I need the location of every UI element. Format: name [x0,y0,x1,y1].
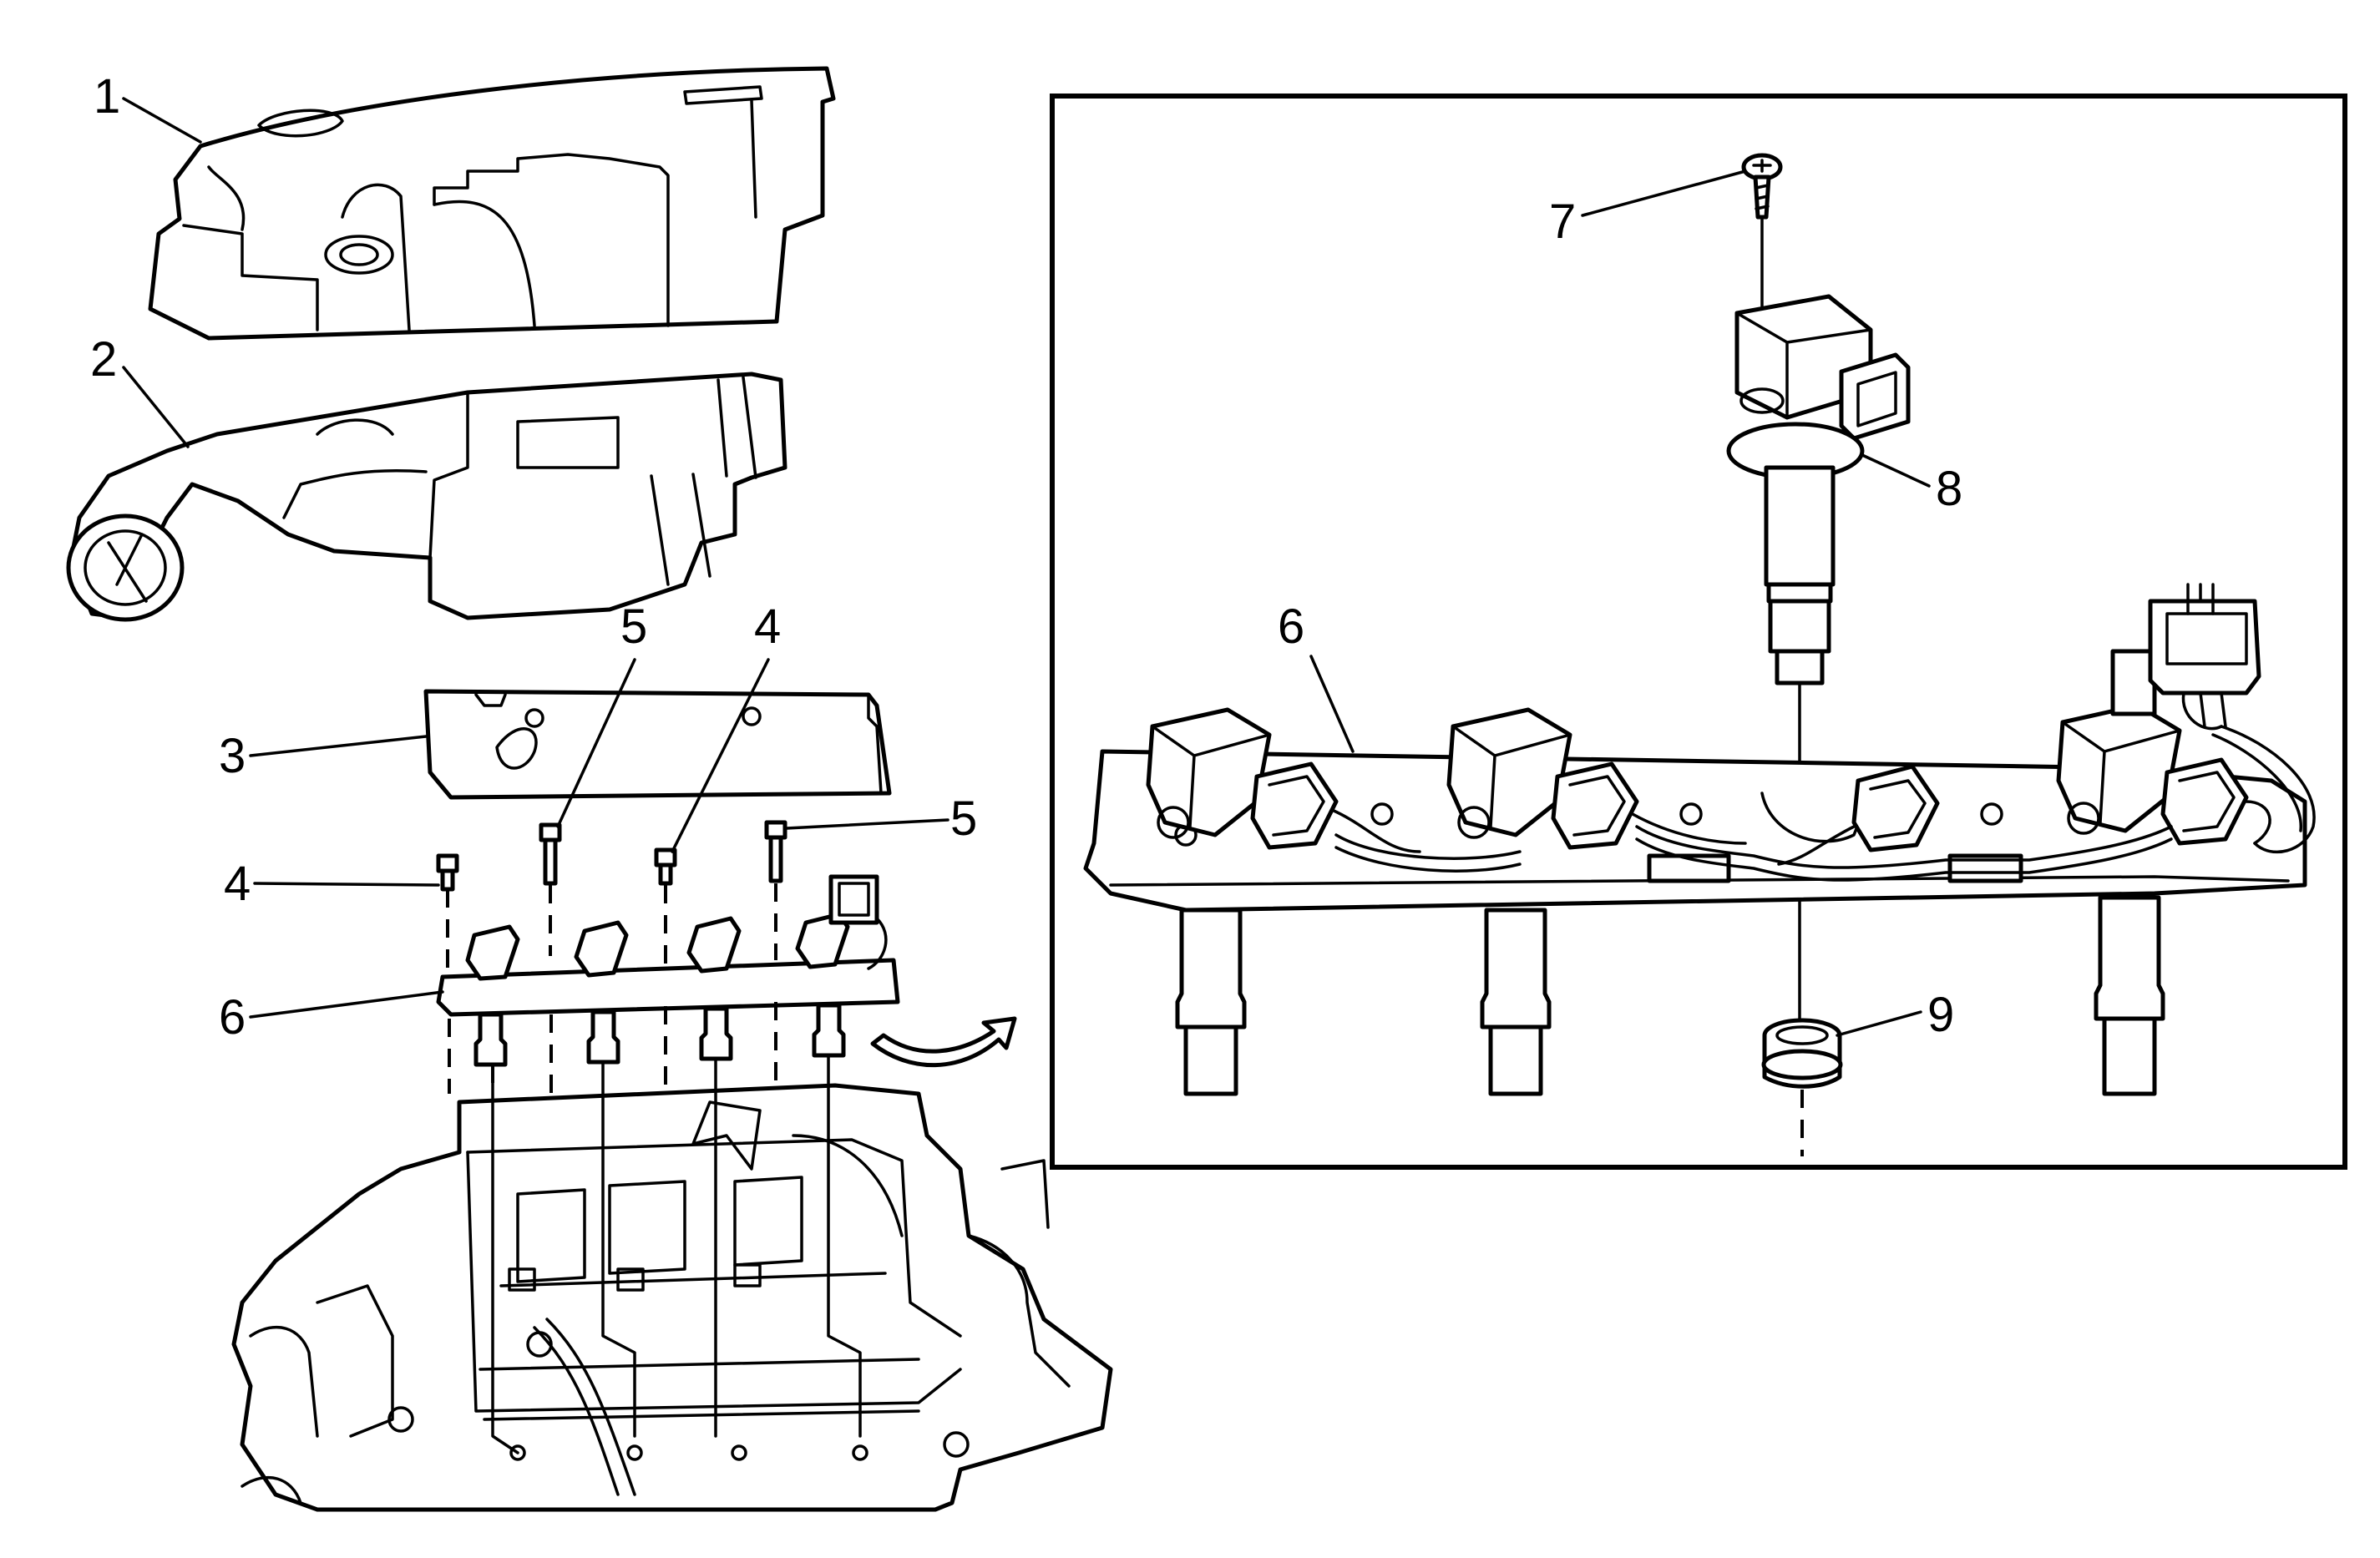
detail-inset-frame [1050,94,2347,1170]
callout-6-left: 6 [219,990,246,1045]
bolt-5-right [764,820,787,960]
rail-coil-2 [1446,707,1747,850]
rail-boots [1175,895,2165,1096]
callout-4-center: 4 [754,599,781,654]
callout-2: 2 [90,332,117,387]
callout-3: 3 [219,729,246,783]
ignition-coil-8 [1726,294,1911,1029]
seal-9 [1761,1018,1843,1156]
rail-coil-1 [1146,707,1421,853]
harness-connector [2110,583,2316,854]
callout-1: 1 [94,69,120,124]
bolt-4-left [436,853,459,981]
callout-5-left: 5 [620,599,647,654]
leader-lines [122,97,1931,1037]
callout-6-right: 6 [1278,599,1304,654]
callout-9: 9 [1927,988,1954,1042]
engine-cover [148,66,836,341]
bolt-5-left [539,822,562,956]
intake-duct [66,372,787,622]
bolts-left [436,820,787,981]
callout-7: 7 [1549,195,1576,249]
rail-coil-4 [2056,703,2271,846]
coil-rail-small [436,874,900,1094]
coil-boots-small [473,1003,846,1067]
coil-rail-large [1083,583,2316,1096]
engine-block [231,1054,1113,1512]
callout-4-left: 4 [224,857,251,911]
detail-arrow [870,1016,1017,1068]
coil-cover [423,689,892,800]
bolt-4-center [654,847,677,964]
callout-labels: 1 2 3 4 5 4 5 6 7 8 6 9 [90,69,1962,1045]
callout-8: 8 [1936,462,1962,516]
callout-5-right: 5 [950,792,977,846]
